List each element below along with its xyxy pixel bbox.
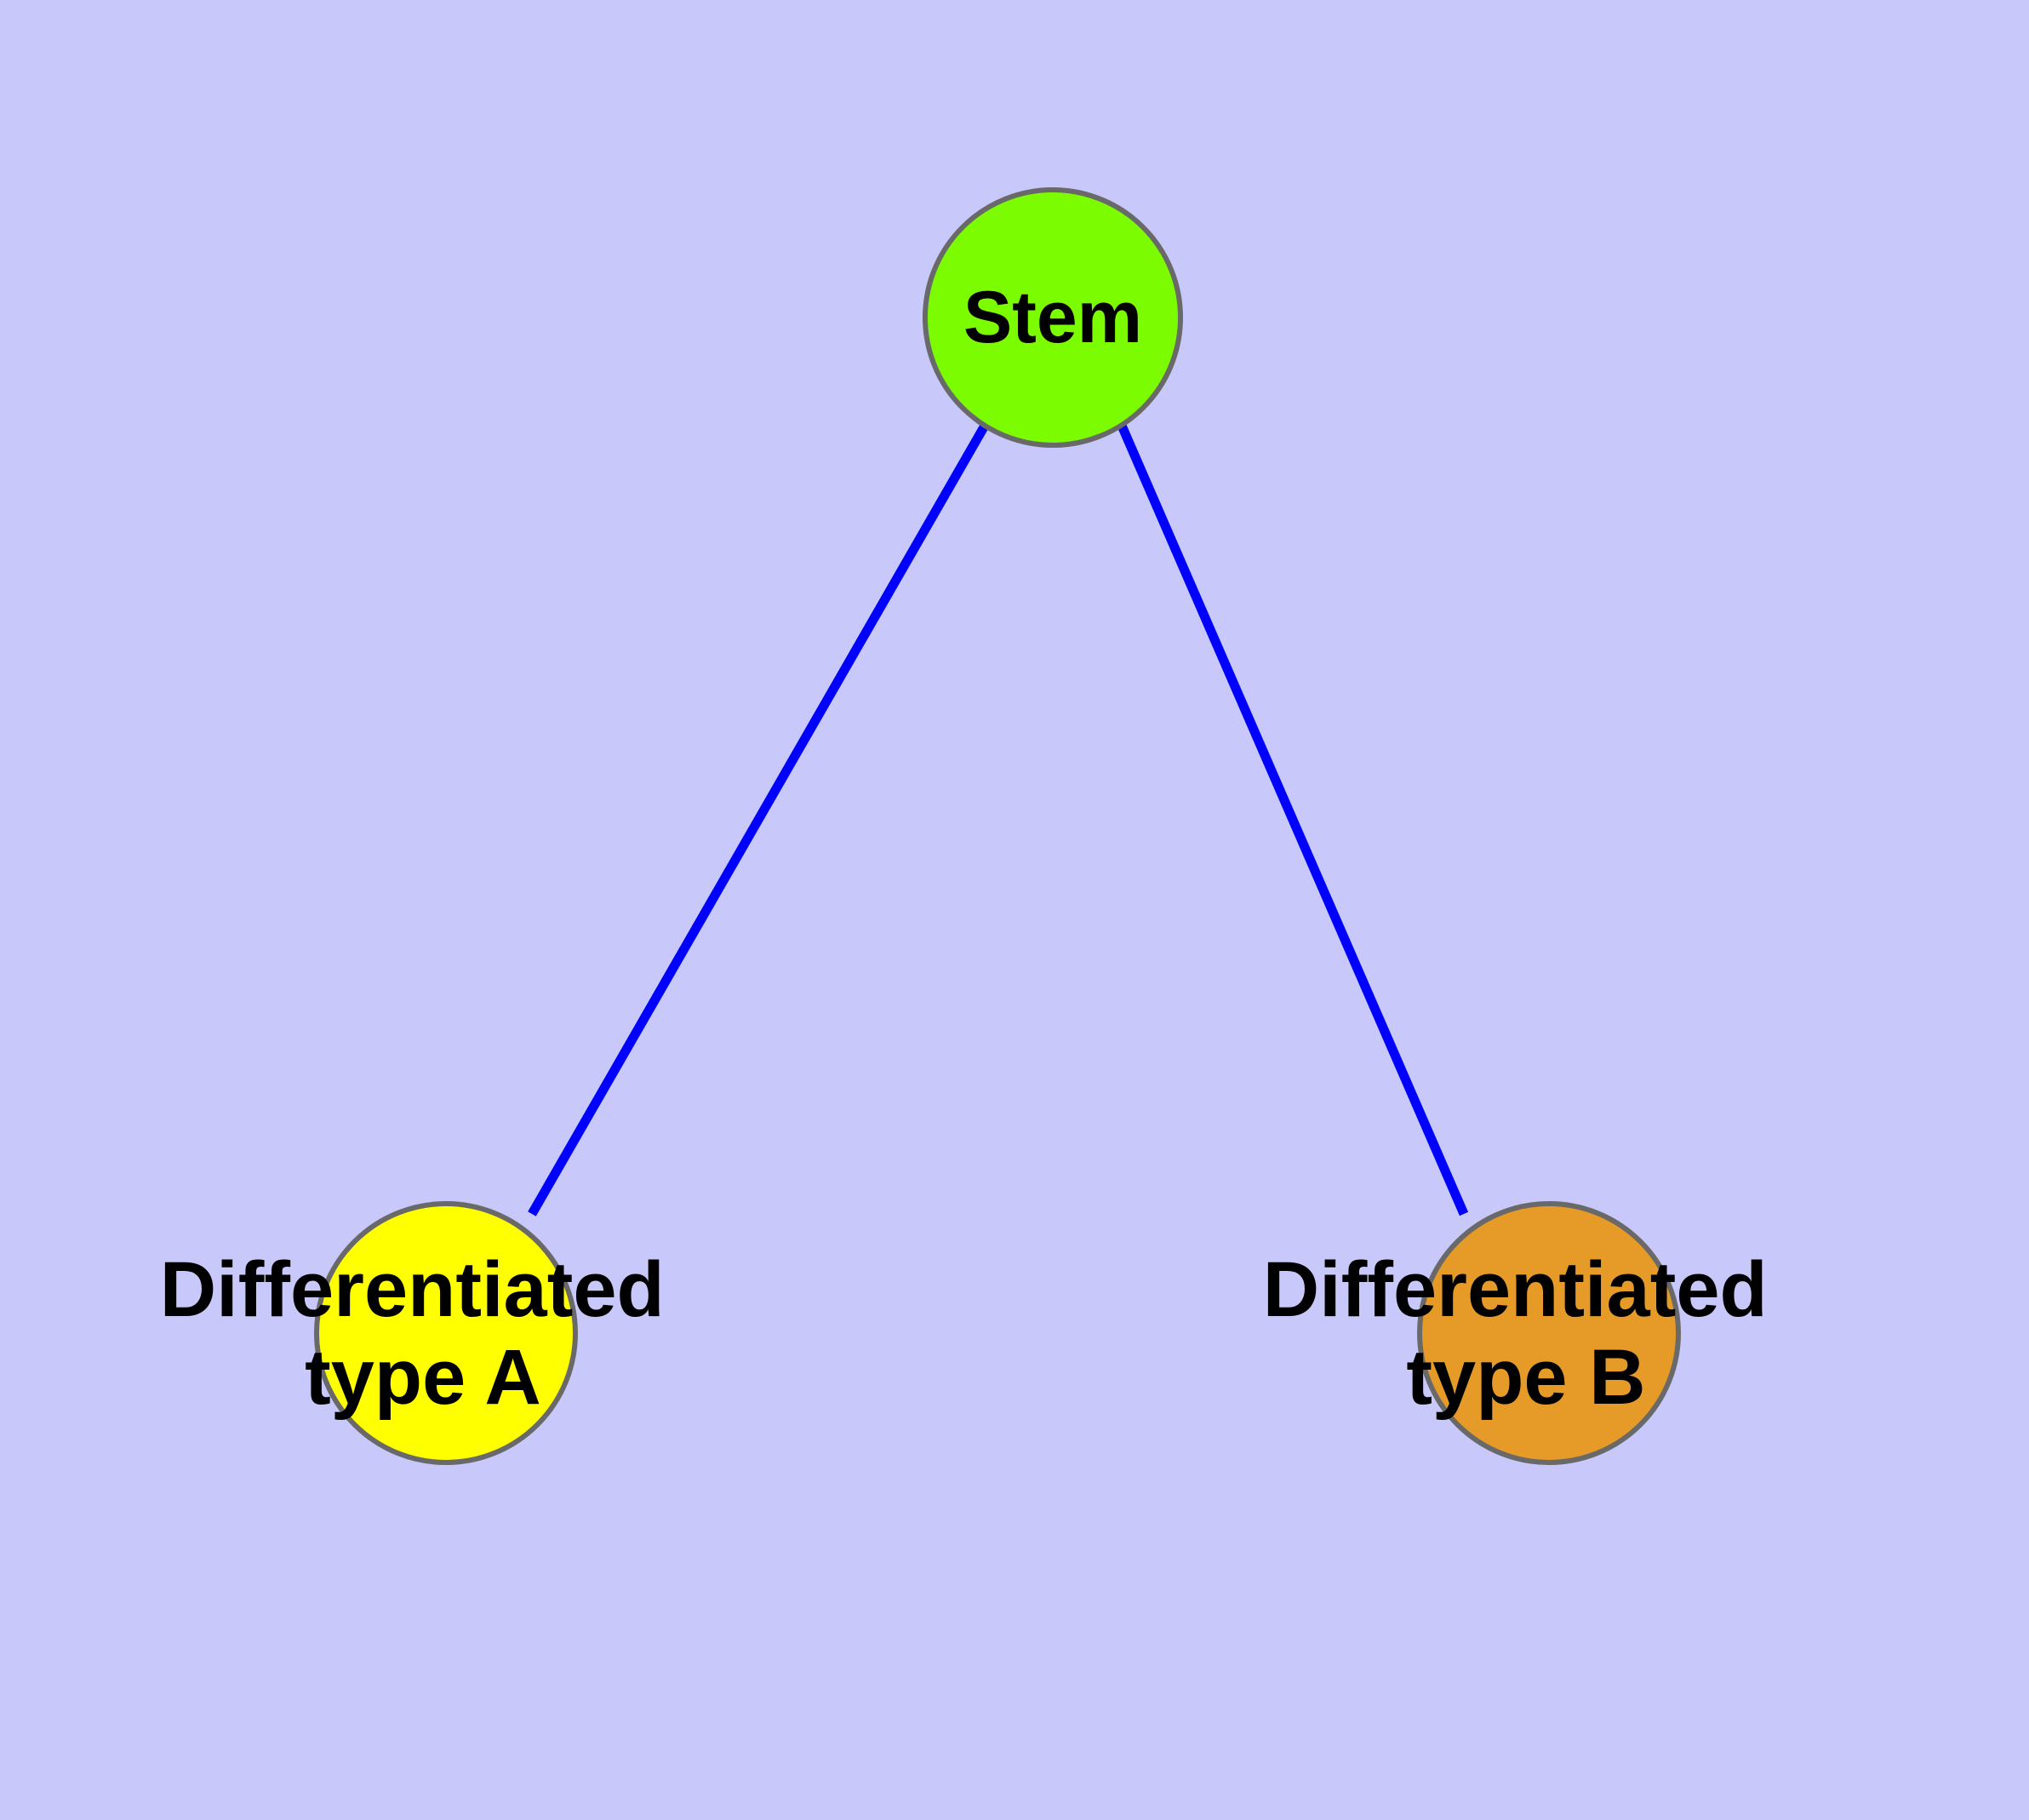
node-label-stem: Stem [963,277,1142,358]
node-differentiated-type-a[interactable]: Differentiated type A [160,1201,687,1465]
node-label-differentiated-type-b: Differentiated type B [1263,1246,1790,1421]
edge-layer [528,423,1469,1216]
node-circle-differentiated-type-a[interactable] [314,1201,578,1465]
node-circle-differentiated-type-b[interactable] [1417,1201,1681,1465]
node-stem[interactable]: Stem [923,187,1183,448]
edge-stem-to-differentiated-type-b[interactable] [1117,423,1469,1216]
node-differentiated-type-b[interactable]: Differentiated type B [1263,1201,1790,1465]
edge-stem-to-differentiated-type-a[interactable] [528,423,989,1216]
node-label-differentiated-type-a: Differentiated type A [160,1246,687,1421]
node-circle-stem[interactable] [923,187,1183,448]
